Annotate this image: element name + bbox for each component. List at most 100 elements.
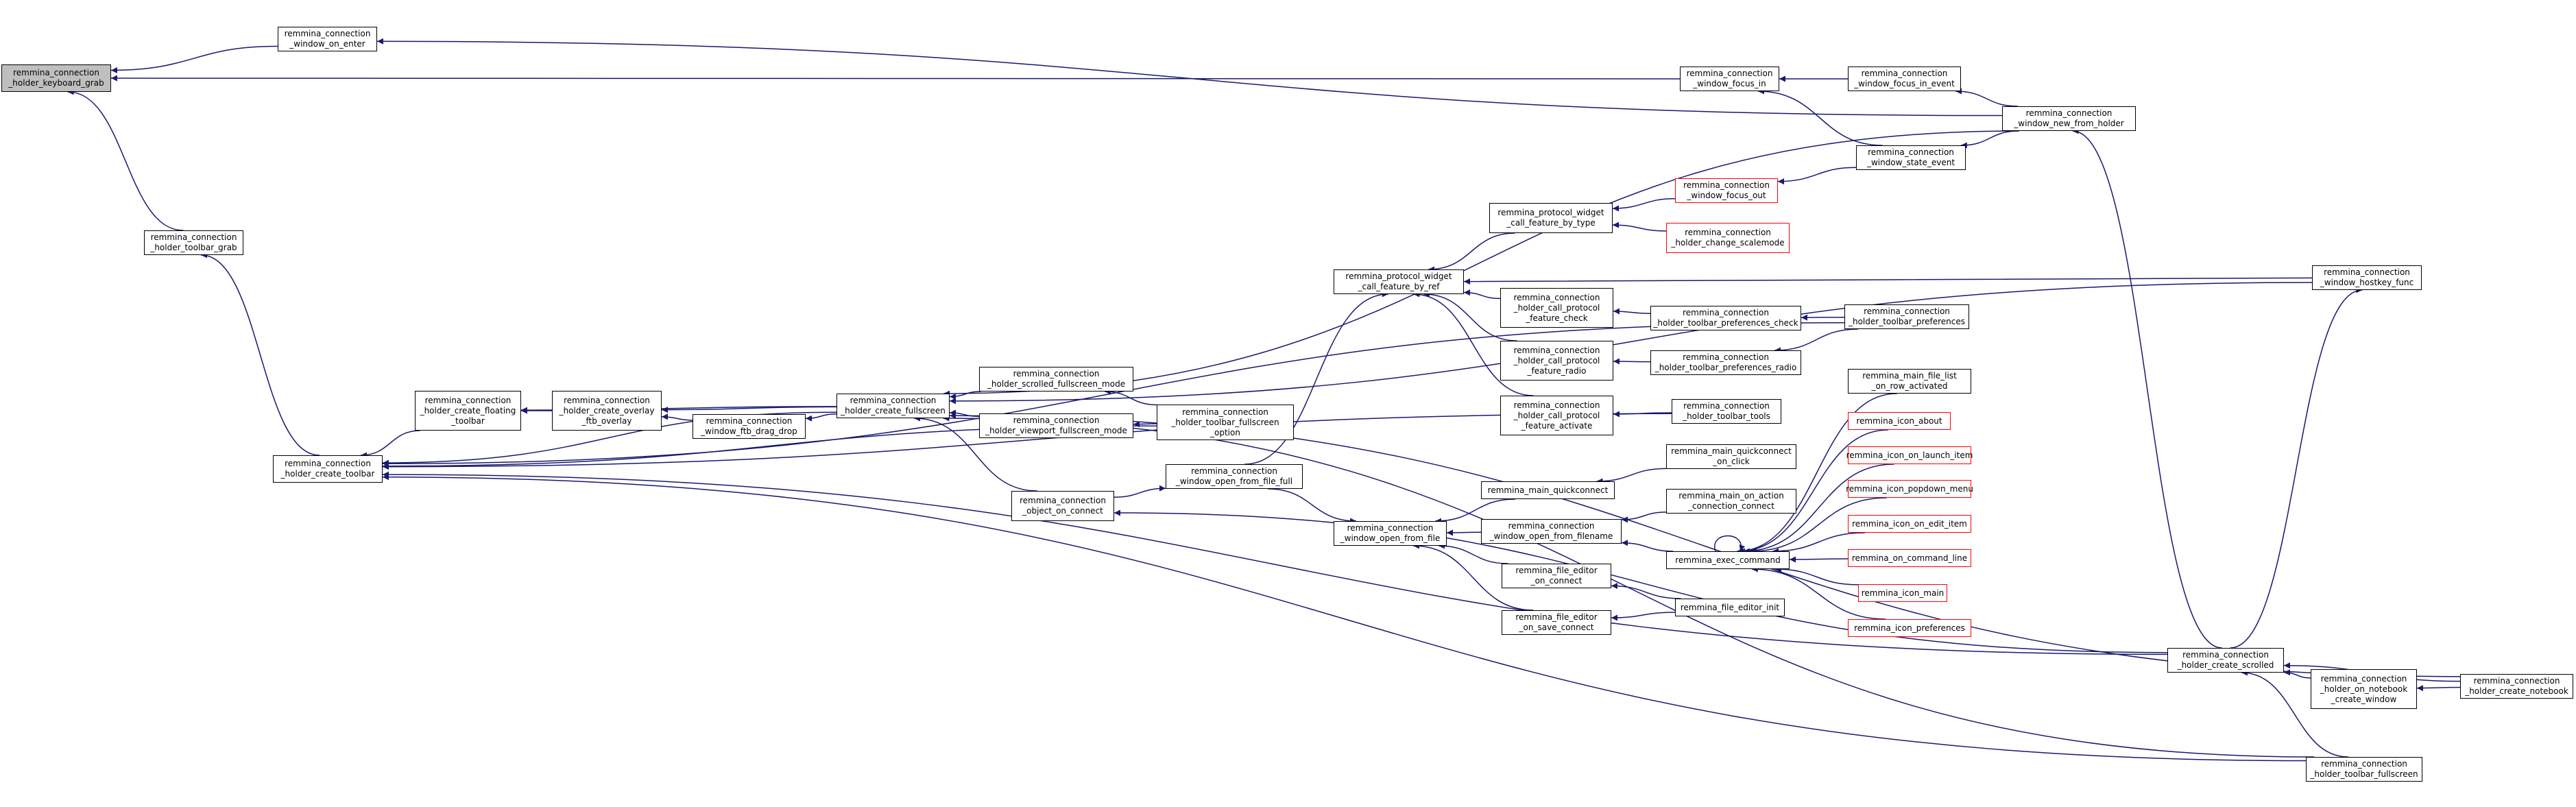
call-edge bbox=[1613, 411, 1672, 418]
graph-node[interactable]: remmina_connection _window_focus_in_even… bbox=[1848, 67, 1961, 91]
graph-node[interactable]: remmina_icon_on_launch_item bbox=[1846, 446, 1973, 464]
graph-node[interactable]: remmina_main_quickconnect bbox=[1481, 481, 1615, 499]
call-edge bbox=[1104, 388, 1157, 406]
call-edge bbox=[1596, 468, 1667, 485]
graph-node[interactable]: remmina_connection _window_open_from_fil… bbox=[1166, 464, 1303, 489]
graph-node[interactable]: remmina_file_editor _on_save_connect bbox=[1502, 610, 1611, 635]
call-edge bbox=[2241, 669, 2349, 758]
graph-node[interactable]: remmina_connection _holder_keyboard_grab bbox=[1, 64, 111, 92]
call-edge bbox=[914, 415, 1037, 492]
call-edge bbox=[661, 406, 837, 413]
graph-node[interactable]: remmina_exec_command bbox=[1666, 551, 1790, 569]
graph-node[interactable]: remmina_connection _holder_call_protocol… bbox=[1500, 288, 1613, 328]
graph-node[interactable]: remmina_connection _holder_create_floati… bbox=[415, 391, 521, 431]
graph-node[interactable]: remmina_icon_on_edit_item bbox=[1848, 515, 1971, 533]
graph-node[interactable]: remmina_file_editor_init bbox=[1675, 599, 1785, 616]
graph-node[interactable]: remmina_protocol_widget _call_feature_by… bbox=[1489, 203, 1613, 233]
graph-node[interactable]: remmina_icon_main bbox=[1858, 584, 1947, 602]
graph-node[interactable]: remmina_connection _holder_toolbar_fulls… bbox=[2306, 757, 2422, 782]
call-edge bbox=[1621, 540, 1674, 552]
graph-node[interactable]: remmina_connection _holder_toolbar_prefe… bbox=[1650, 350, 1801, 375]
call-edge bbox=[110, 75, 1681, 82]
graph-node[interactable]: remmina_connection _window_state_event bbox=[1856, 145, 1966, 170]
call-edge bbox=[1757, 88, 1883, 146]
graph-node[interactable]: remmina_connection _holder_toolbar_prefe… bbox=[1650, 306, 1801, 330]
call-edge bbox=[1612, 197, 1676, 212]
graph-node[interactable]: remmina_connection _holder_toolbar_grab bbox=[144, 230, 243, 255]
graph-node[interactable]: remmina_connection _window_on_enter bbox=[278, 27, 377, 51]
call-edge bbox=[1114, 509, 2168, 653]
graph-node[interactable]: remmina_connection _holder_call_protocol… bbox=[1500, 341, 1613, 381]
call-edge bbox=[1621, 511, 1667, 523]
call-edge bbox=[67, 88, 184, 231]
graph-node[interactable]: remmina_file_editor _on_connect bbox=[1502, 564, 1611, 588]
graph-node[interactable]: remmina_connection _holder_call_protocol… bbox=[1500, 396, 1613, 435]
call-edge bbox=[1114, 485, 1166, 498]
graph-node[interactable]: remmina_main_file_list _on_row_activated bbox=[1848, 369, 1971, 394]
call-edge bbox=[1438, 542, 1508, 564]
call-edge bbox=[1611, 583, 1681, 599]
call-edge bbox=[1772, 532, 1866, 555]
call-edge bbox=[1613, 358, 1651, 365]
graph-node[interactable]: remmina_connection _holder_create_fullsc… bbox=[836, 394, 950, 418]
graph-node[interactable]: remmina_connection _holder_change_scalem… bbox=[1666, 223, 1790, 253]
graph-node[interactable]: remmina_connection _object_on_connect bbox=[1011, 491, 1114, 521]
call-edge bbox=[382, 474, 2307, 762]
call-edge bbox=[1613, 308, 1651, 315]
call-edge bbox=[1435, 498, 1516, 525]
graph-node[interactable]: remmina_connection _window_new_from_hold… bbox=[2002, 106, 2136, 131]
call-edge bbox=[1714, 535, 1746, 552]
call-edge bbox=[1777, 167, 1857, 185]
call-edge bbox=[1244, 291, 1388, 465]
graph-node[interactable]: remmina_protocol_widget _call_feature_by… bbox=[1334, 269, 1464, 294]
call-edge bbox=[382, 322, 1845, 467]
call-edge bbox=[1955, 88, 2019, 107]
call-edge bbox=[1423, 291, 1517, 341]
call-edge bbox=[949, 282, 2313, 405]
graph-node[interactable]: remmina_connection _window_focus_out bbox=[1675, 178, 1778, 203]
call-edge bbox=[110, 45, 278, 73]
call-edge bbox=[376, 38, 2003, 117]
call-edge bbox=[1739, 429, 1888, 555]
call-edge bbox=[1743, 463, 1894, 555]
call-edge bbox=[1775, 566, 1859, 586]
graph-node[interactable]: remmina_connection _holder_create_overla… bbox=[552, 391, 662, 431]
graph-node[interactable]: remmina_connection _window_open_from_fil… bbox=[1334, 521, 1447, 546]
call-edge bbox=[1413, 542, 1534, 611]
call-edge bbox=[1463, 277, 2313, 285]
call-edge bbox=[1960, 130, 2019, 149]
call-edge bbox=[1774, 328, 1859, 354]
call-edge bbox=[1751, 566, 1886, 620]
graph-node[interactable]: remmina_connection _holder_create_toolba… bbox=[273, 455, 383, 483]
call-edge bbox=[1446, 529, 1482, 536]
graph-node[interactable]: remmina_connection _holder_on_notebook _… bbox=[2311, 669, 2417, 709]
call-edge bbox=[949, 391, 981, 400]
call-edge bbox=[201, 252, 320, 456]
graph-node[interactable]: remmina_main_quickconnect _on_click bbox=[1666, 444, 1796, 469]
graph-node[interactable]: remmina_icon_popdown_menu bbox=[1846, 480, 1973, 498]
graph-node[interactable]: remmina_connection _holder_toolbar_fulls… bbox=[1157, 405, 1294, 440]
graph-node[interactable]: remmina_connection _holder_create_notebo… bbox=[2460, 674, 2573, 699]
graph-node[interactable]: remmina_connection _holder_create_scroll… bbox=[2167, 648, 2284, 673]
call-edge bbox=[382, 413, 1672, 470]
graph-node[interactable]: remmina_connection _holder_viewport_full… bbox=[979, 413, 1133, 438]
graph-node[interactable]: remmina_connection _holder_scrolled_full… bbox=[979, 367, 1133, 392]
graph-node[interactable]: remmina_main_on_action _connection_conne… bbox=[1666, 489, 1796, 514]
call-edge bbox=[661, 413, 693, 421]
call-edge bbox=[2072, 128, 2222, 649]
graph-node[interactable]: remmina_connection _window_ftb_drag_drop bbox=[693, 414, 806, 439]
call-edge bbox=[943, 130, 2019, 397]
graph-node[interactable]: remmina_connection _holder_toolbar_prefe… bbox=[1844, 304, 1969, 329]
call-edge bbox=[2283, 669, 2311, 679]
call-edge bbox=[2230, 287, 2363, 649]
graph-node[interactable]: remmina_icon_preferences bbox=[1848, 619, 1971, 637]
graph-node[interactable]: remmina_icon_about bbox=[1848, 412, 1951, 430]
graph-node[interactable]: remmina_connection _holder_toolbar_tools bbox=[1672, 399, 1781, 424]
graph-node[interactable]: remmina_connection _window_hostkey_func bbox=[2312, 265, 2422, 290]
call-edge bbox=[382, 471, 2168, 655]
graph-node[interactable]: remmina_on_command_line bbox=[1848, 549, 1971, 567]
graph-node[interactable]: remmina_connection _window_focus_in bbox=[1680, 67, 1779, 91]
graph-node[interactable]: remmina_connection _window_open_from_fil… bbox=[1481, 519, 1622, 544]
call-edge bbox=[1413, 291, 1534, 396]
